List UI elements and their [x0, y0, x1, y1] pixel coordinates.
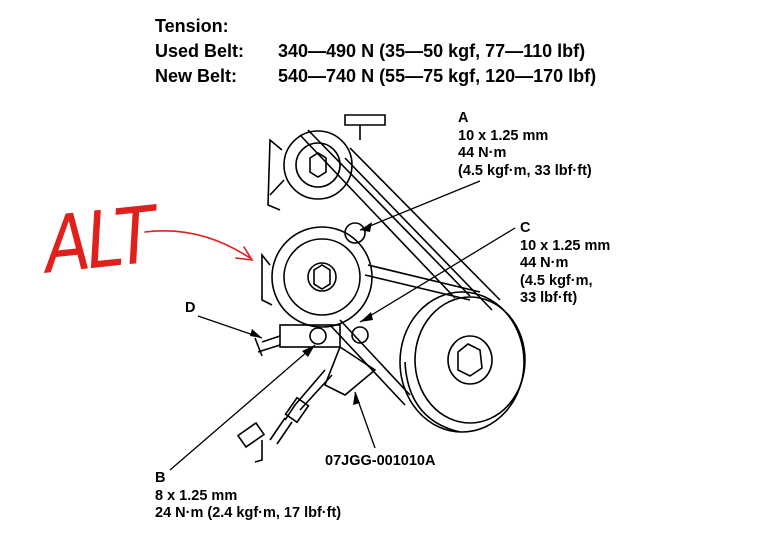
callout-b: B 8 x 1.25 mm 24 N·m (2.4 kgf·m, 17 lbf·… [155, 470, 341, 523]
handwritten-arrow [144, 229, 254, 262]
drive-belt [299, 129, 501, 406]
tensioner-tool [236, 324, 377, 463]
callout-b-letter: B [155, 470, 166, 486]
callout-a-line: (4.5 kgf·m, 33 lbf·ft) [458, 162, 592, 179]
alternator-pulley [261, 222, 373, 328]
handwritten-alt-annotation: ALT [40, 190, 157, 292]
callout-a-line: 44 N·m [458, 145, 507, 161]
callout-c: C 10 x 1.25 mm 44 N·m (4.5 kgf·m, 33 lbf… [520, 220, 610, 308]
crankshaft-pulley [399, 291, 526, 433]
callout-d-letter: D [185, 300, 196, 316]
callout-c-line: 44 N·m [520, 255, 569, 271]
callout-a-letter: A [458, 110, 469, 126]
new-belt-label: New Belt: [155, 66, 238, 86]
tension-heading: Tension: [155, 16, 229, 36]
tool-part-number: 07JGG-001010A [325, 453, 436, 469]
callout-c-line: 10 x 1.25 mm [520, 237, 611, 254]
used-belt-value: 340—490 N (35—50 kgf, 77—110 lbf) [278, 41, 586, 61]
new-belt-value: 540—740 N (55—75 kgf, 120—170 lbf) [278, 66, 597, 86]
red-arrow [144, 229, 254, 262]
callout-a: A 10 x 1.25 mm 44 N·m (4.5 kgf·m, 33 lbf… [458, 110, 592, 180]
leader-lines [169, 180, 516, 471]
callout-c-line: 33 lbf·ft) [520, 290, 578, 306]
callout-c-line: (4.5 kgf·m, [520, 272, 593, 289]
callout-b-line: 24 N·m (2.4 kgf·m, 17 lbf·ft) [155, 505, 342, 521]
callout-b-line: 8 x 1.25 mm [155, 487, 238, 504]
callout-c-letter: C [520, 220, 531, 236]
callout-a-line: 10 x 1.25 mm [458, 127, 549, 144]
used-belt-label: Used Belt: [155, 41, 245, 61]
